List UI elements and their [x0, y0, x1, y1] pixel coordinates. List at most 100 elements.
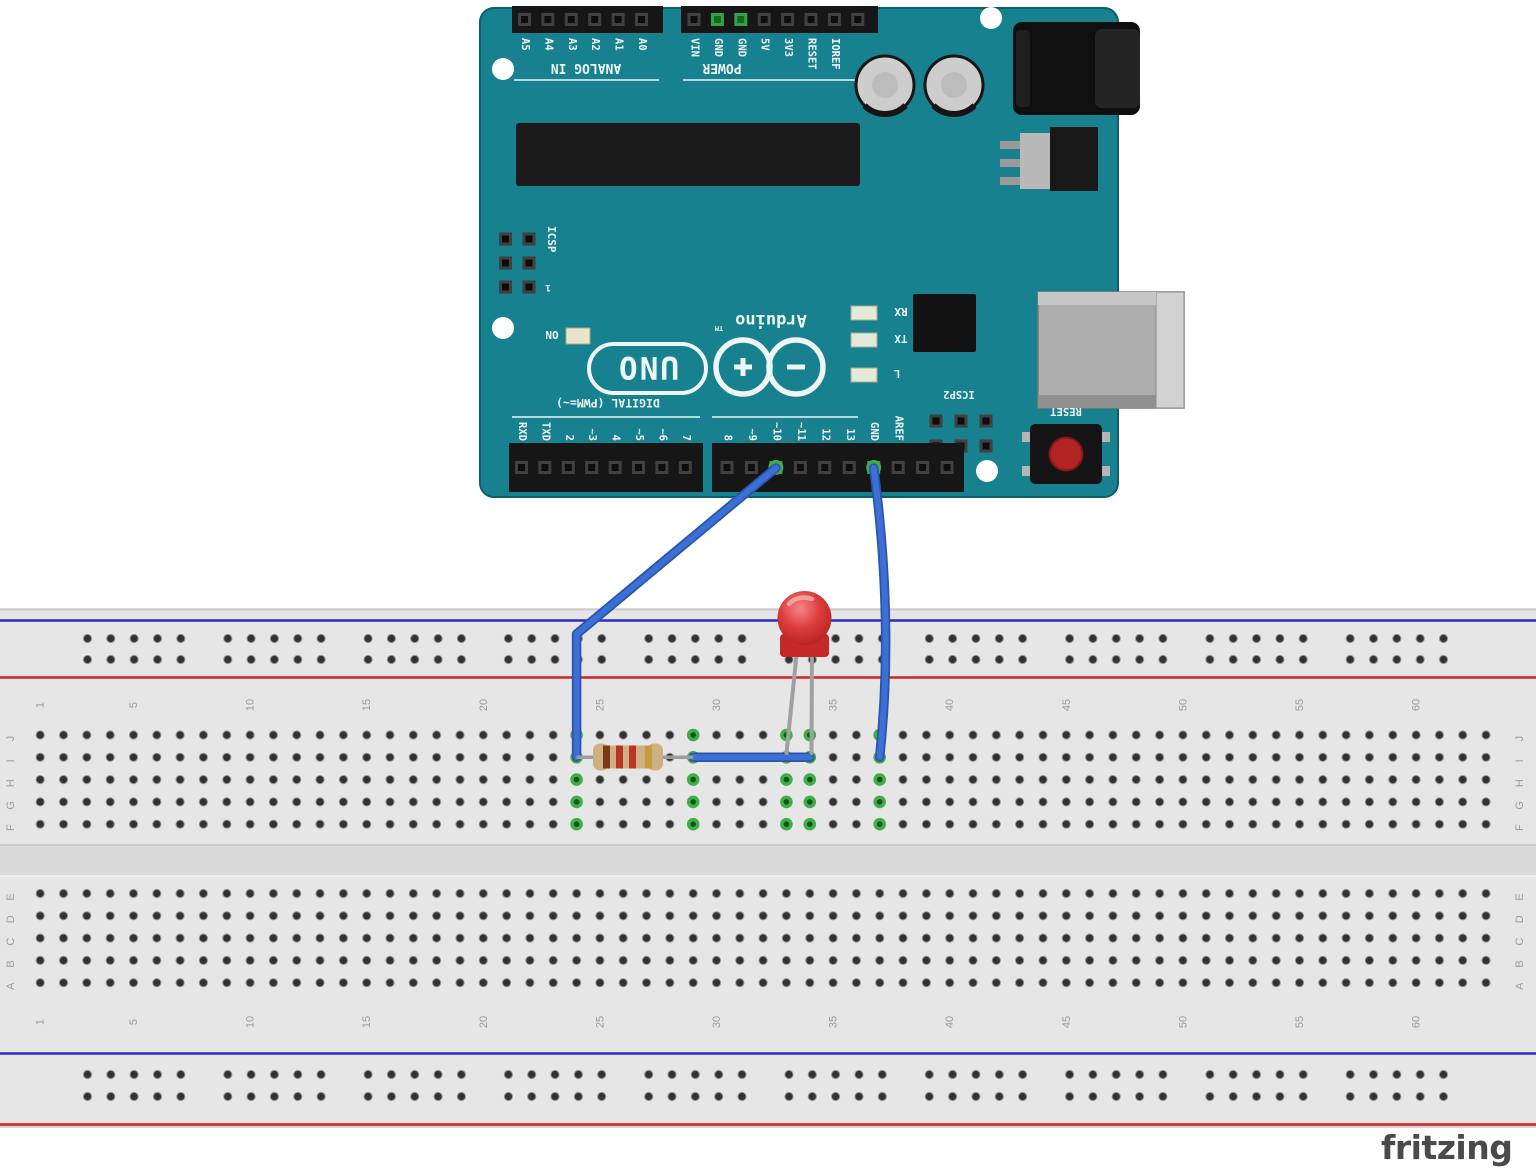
breadboard-hole[interactable]: [1364, 775, 1375, 785]
breadboard-hole[interactable]: [831, 633, 841, 644]
breadboard-hole[interactable]: [292, 775, 302, 785]
breadboard-hole[interactable]: [525, 933, 535, 943]
breadboard-hole[interactable]: [1411, 933, 1421, 943]
breadboard-hole[interactable]: [898, 933, 908, 943]
breadboard-hole[interactable]: [945, 933, 955, 943]
breadboard-hole[interactable]: [432, 955, 442, 966]
breadboard-hole[interactable]: [898, 775, 908, 785]
breadboard-hole[interactable]: [386, 1091, 396, 1102]
breadboard-hole[interactable]: [1038, 933, 1048, 943]
breadboard-hole[interactable]: [595, 775, 605, 785]
breadboard-hole[interactable]: [711, 911, 722, 921]
breadboard-hole[interactable]: [711, 955, 722, 966]
breadboard-hole[interactable]: [455, 955, 465, 966]
breadboard-hole[interactable]: [968, 888, 978, 899]
breadboard-hole[interactable]: [618, 955, 628, 966]
breadboard-hole[interactable]: [1481, 933, 1491, 943]
breadboard-hole[interactable]: [1271, 933, 1281, 943]
breadboard-hole[interactable]: [198, 819, 208, 829]
breadboard-hole[interactable]: [58, 797, 69, 807]
breadboard-hole[interactable]: [222, 797, 232, 807]
breadboard-hole[interactable]: [152, 955, 162, 966]
breadboard-hole[interactable]: [1038, 730, 1048, 740]
breadboard-hole[interactable]: [1201, 933, 1211, 943]
breadboard-hole[interactable]: [595, 978, 605, 988]
breadboard-hole[interactable]: [1088, 633, 1098, 644]
breadboard-hole[interactable]: [994, 654, 1004, 665]
breadboard-hole[interactable]: [268, 911, 278, 921]
breadboard-hole[interactable]: [455, 775, 465, 785]
breadboard-hole[interactable]: [714, 633, 724, 644]
breadboard-hole[interactable]: [1224, 955, 1235, 966]
breadboard-hole[interactable]: [175, 797, 185, 807]
breadboard-hole[interactable]: [338, 911, 348, 921]
breadboard-hole[interactable]: [82, 1091, 93, 1102]
breadboard-hole[interactable]: [245, 775, 255, 785]
breadboard-hole[interactable]: [1458, 752, 1468, 762]
breadboard-hole[interactable]: [1271, 797, 1281, 807]
breadboard-hole[interactable]: [1271, 730, 1281, 740]
breadboard-hole[interactable]: [176, 654, 186, 665]
breadboard-hole[interactable]: [595, 933, 605, 943]
breadboard-hole[interactable]: [1388, 911, 1398, 921]
breadboard-hole[interactable]: [1085, 955, 1095, 966]
breadboard-hole[interactable]: [968, 955, 978, 966]
breadboard-hole[interactable]: [315, 911, 325, 921]
breadboard-hole[interactable]: [618, 978, 628, 988]
breadboard-hole[interactable]: [991, 819, 1001, 829]
breadboard-hole[interactable]: [1061, 730, 1071, 740]
breadboard-hole[interactable]: [1038, 752, 1048, 762]
breadboard-hole[interactable]: [548, 933, 558, 943]
breadboard-hole[interactable]: [1248, 819, 1258, 829]
breadboard-hole[interactable]: [1108, 911, 1118, 921]
breadboard-hole[interactable]: [1038, 775, 1048, 785]
breadboard-hole[interactable]: [268, 775, 278, 785]
breadboard-hole[interactable]: [921, 933, 932, 943]
breadboard-hole[interactable]: [246, 1091, 256, 1102]
breadboard-hole[interactable]: [572, 933, 582, 943]
breadboard-hole[interactable]: [1015, 730, 1025, 740]
breadboard-hole[interactable]: [1131, 888, 1141, 899]
breadboard-hole[interactable]: [1088, 1069, 1098, 1080]
breadboard-hole[interactable]: [945, 888, 955, 899]
breadboard-hole[interactable]: [1345, 1091, 1355, 1102]
breadboard-hole[interactable]: [1111, 633, 1121, 644]
breadboard-hole[interactable]: [641, 797, 652, 807]
breadboard-hole[interactable]: [502, 730, 512, 740]
breadboard-hole[interactable]: [1178, 978, 1188, 988]
breadboard-hole[interactable]: [805, 933, 815, 943]
breadboard-hole[interactable]: [246, 1069, 256, 1080]
breadboard-hole[interactable]: [292, 752, 302, 762]
breadboard-hole[interactable]: [1201, 752, 1211, 762]
breadboard-hole[interactable]: [595, 955, 605, 966]
breadboard-hole[interactable]: [1085, 775, 1095, 785]
breadboard-hole[interactable]: [1224, 775, 1235, 785]
breadboard-hole[interactable]: [875, 888, 885, 899]
breadboard-hole[interactable]: [1341, 955, 1351, 966]
breadboard-hole[interactable]: [758, 933, 768, 943]
breadboard-hole[interactable]: [1248, 797, 1258, 807]
breadboard-hole[interactable]: [924, 1069, 934, 1080]
breadboard-hole[interactable]: [875, 933, 885, 943]
breadboard-hole[interactable]: [735, 730, 745, 740]
breadboard-hole[interactable]: [1364, 730, 1375, 740]
breadboard-hole[interactable]: [1108, 933, 1118, 943]
breadboard-hole[interactable]: [1294, 775, 1305, 785]
breadboard-hole[interactable]: [82, 911, 92, 921]
breadboard-hole[interactable]: [948, 633, 958, 644]
breadboard-hole[interactable]: [667, 1069, 677, 1080]
breadboard-hole[interactable]: [385, 730, 395, 740]
breadboard-hole[interactable]: [1481, 978, 1491, 988]
digital-header-left[interactable]: [509, 443, 703, 492]
breadboard-hole[interactable]: [175, 775, 185, 785]
breadboard-hole[interactable]: [455, 888, 465, 899]
breadboard-hole[interactable]: [1415, 654, 1425, 665]
breadboard-hole[interactable]: [1298, 633, 1308, 644]
breadboard-hole[interactable]: [363, 1069, 373, 1080]
breadboard-hole[interactable]: [292, 819, 302, 829]
breadboard-hole[interactable]: [105, 888, 115, 899]
breadboard-hole[interactable]: [105, 933, 115, 943]
breadboard-hole[interactable]: [128, 752, 139, 762]
breadboard-hole[interactable]: [198, 752, 208, 762]
breadboard-hole[interactable]: [1411, 888, 1421, 899]
